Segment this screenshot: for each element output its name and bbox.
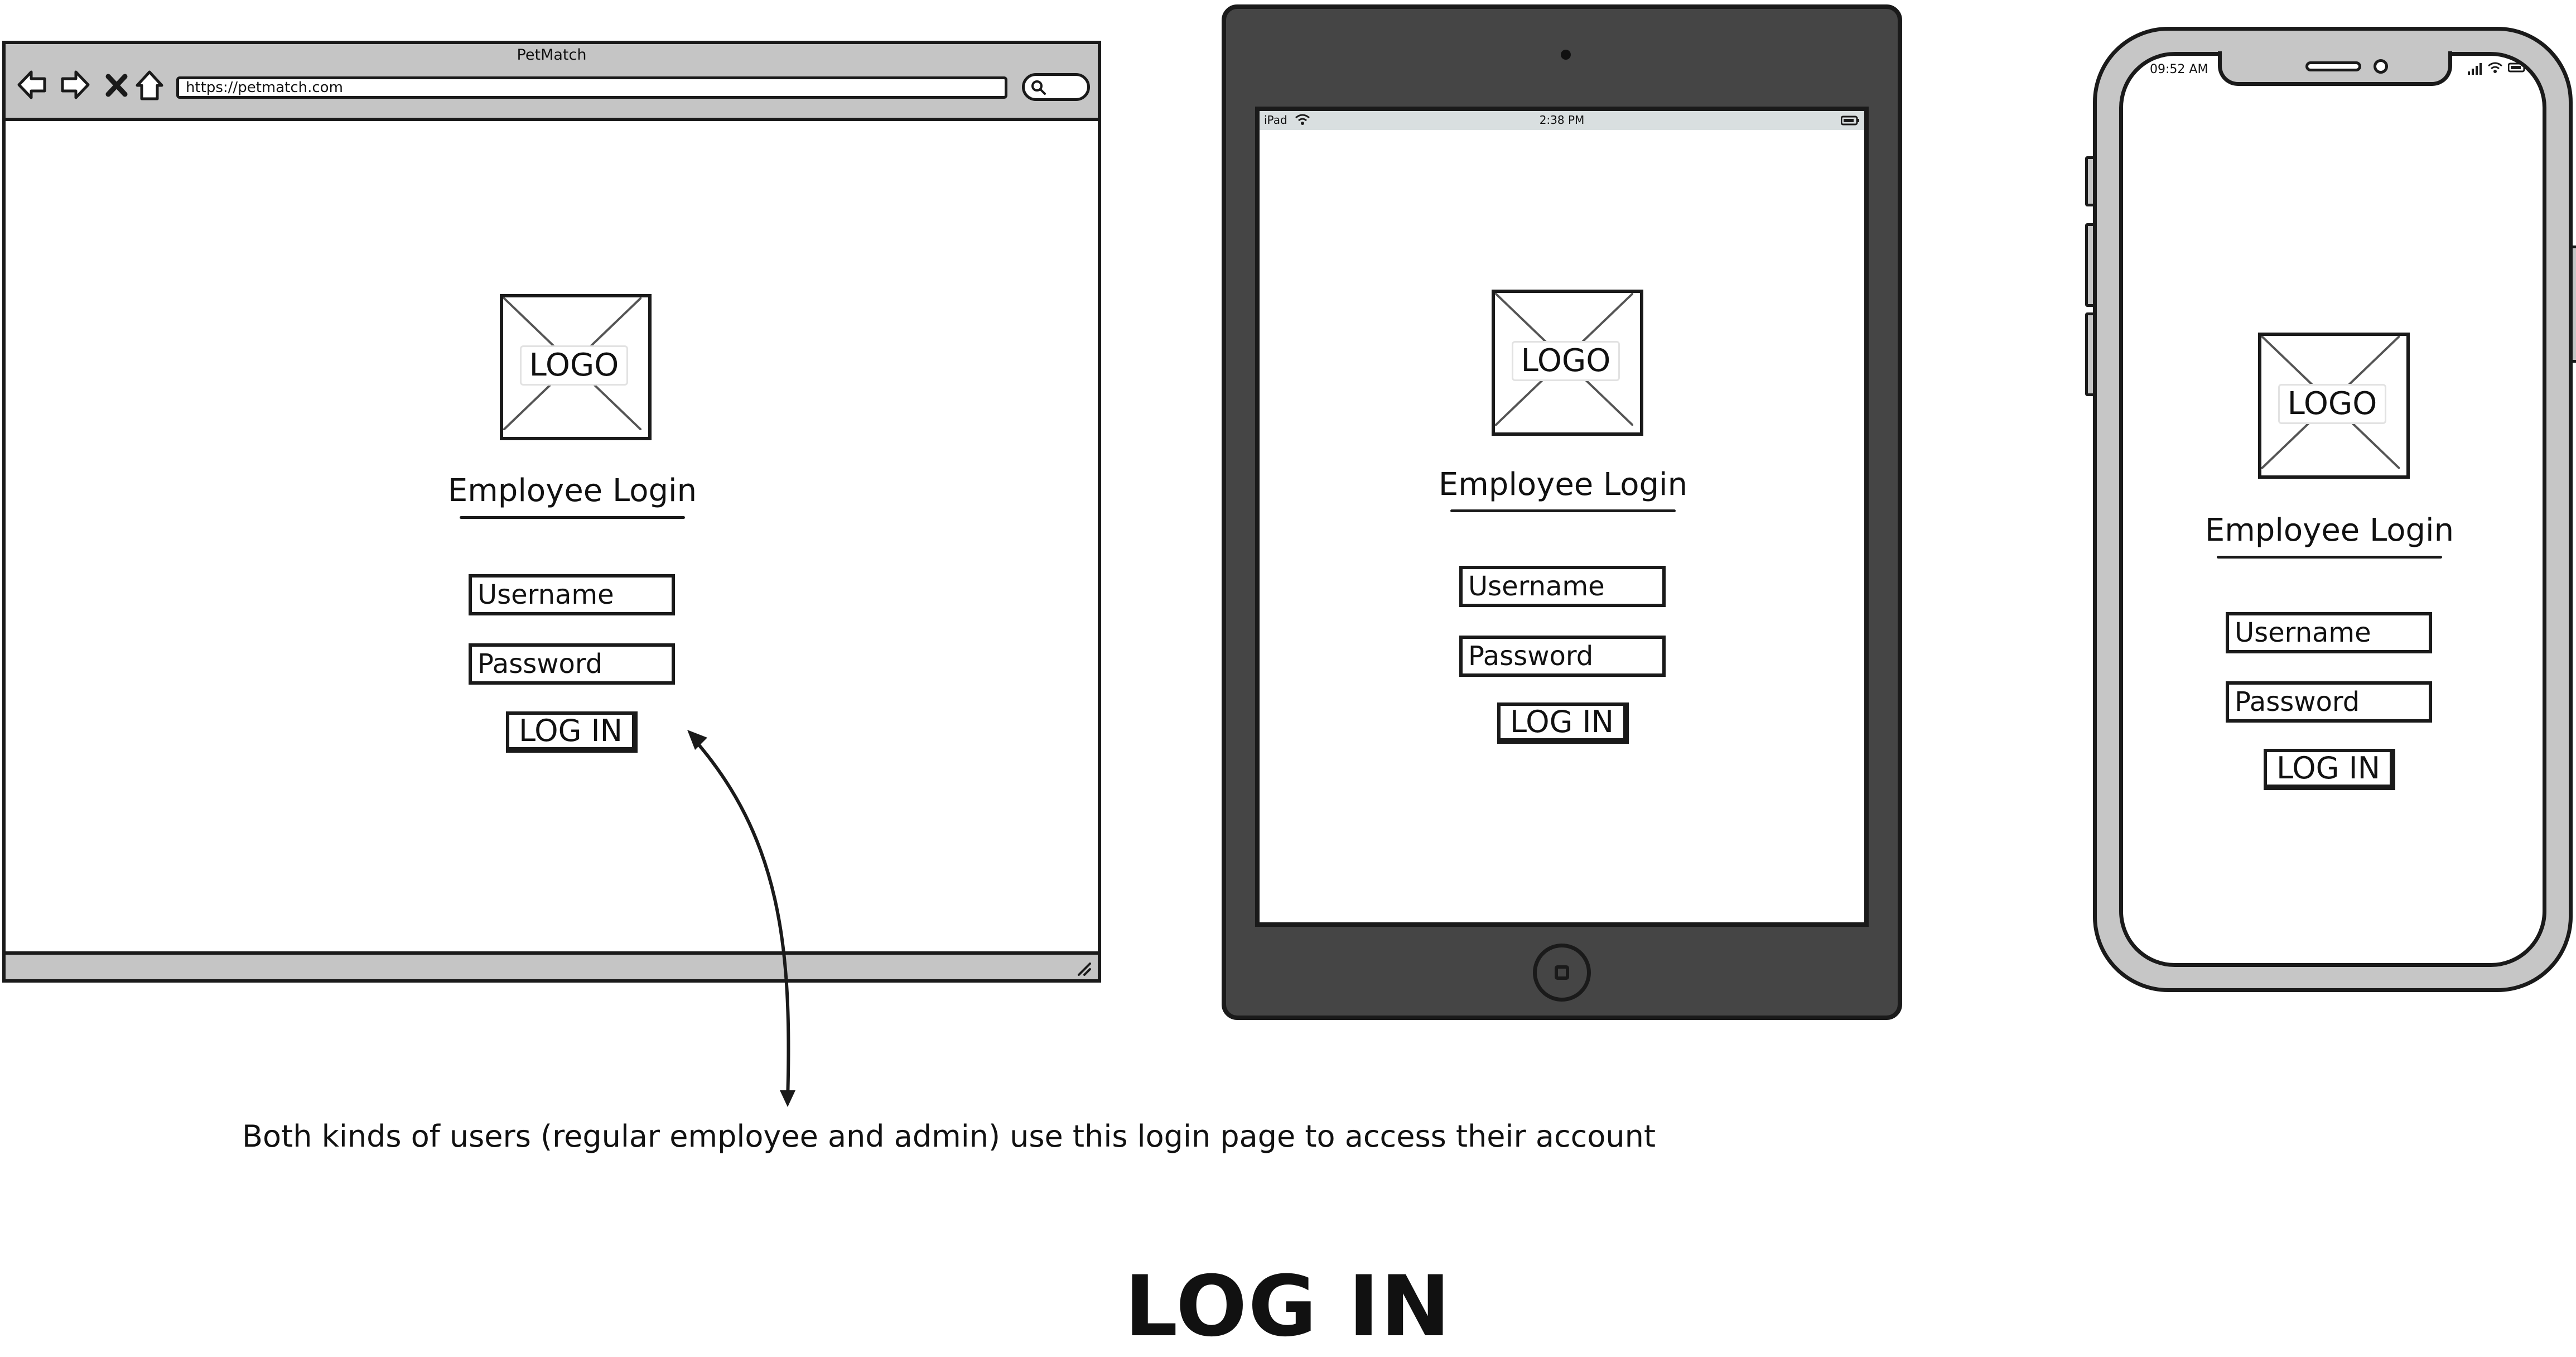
home-button-glyph bbox=[1555, 965, 1569, 980]
back-arrow-icon[interactable] bbox=[16, 65, 49, 104]
tablet-camera bbox=[1561, 50, 1571, 60]
title-underline bbox=[460, 516, 685, 519]
phone-notch bbox=[2218, 51, 2452, 86]
page-caption: LOG IN bbox=[1124, 1258, 1452, 1355]
close-icon[interactable] bbox=[100, 65, 134, 104]
login-title: Employee Login bbox=[447, 473, 697, 509]
home-button[interactable] bbox=[1533, 944, 1591, 1002]
login-title: Employee Login bbox=[1438, 466, 1688, 503]
phone-frame: 09:52 AM LOGO Employee Login Username Pa… bbox=[2093, 27, 2573, 992]
browser-status-bar bbox=[6, 951, 1098, 979]
logo-placeholder: LOGO bbox=[500, 294, 652, 440]
username-field[interactable]: Username bbox=[469, 574, 675, 615]
login-button[interactable]: LOG IN bbox=[506, 711, 638, 753]
login-title: Employee Login bbox=[2204, 512, 2454, 548]
logo-placeholder: LOGO bbox=[2258, 333, 2410, 479]
logo-label: LOGO bbox=[1512, 341, 1620, 381]
resize-grip-icon[interactable] bbox=[1073, 958, 1092, 979]
browser-window: PetMatch https://petmatch.com LOGO Emplo… bbox=[2, 41, 1101, 983]
browser-search-box[interactable] bbox=[1022, 73, 1090, 101]
annotation-note: Both kinds of users (regular employee an… bbox=[242, 1119, 1656, 1154]
tablet-status-bar: iPad 2:38 PM bbox=[1260, 111, 1864, 130]
logo-placeholder: LOGO bbox=[1492, 290, 1643, 436]
browser-title: PetMatch bbox=[517, 46, 587, 64]
title-underline bbox=[2217, 556, 2442, 559]
phone-camera bbox=[2374, 59, 2388, 74]
phone-speaker bbox=[2305, 61, 2361, 71]
browser-toolbar: PetMatch https://petmatch.com bbox=[6, 44, 1098, 121]
title-underline bbox=[1450, 509, 1676, 512]
url-bar[interactable]: https://petmatch.com bbox=[176, 76, 1007, 99]
wifi-icon bbox=[2487, 60, 2503, 77]
battery-icon bbox=[1840, 115, 1860, 128]
logo-label: LOGO bbox=[2278, 384, 2386, 424]
battery-icon bbox=[2507, 62, 2527, 75]
login-button[interactable]: LOG IN bbox=[2264, 749, 2395, 790]
forward-arrow-icon[interactable] bbox=[58, 65, 91, 104]
username-field[interactable]: Username bbox=[2226, 612, 2432, 653]
phone-clock: 09:52 AM bbox=[2150, 62, 2208, 76]
password-field[interactable]: Password bbox=[2226, 681, 2432, 723]
url-text: https://petmatch.com bbox=[186, 79, 343, 96]
username-field[interactable]: Username bbox=[1459, 566, 1666, 607]
logo-label: LOGO bbox=[520, 345, 628, 386]
login-button[interactable]: LOG IN bbox=[1497, 702, 1629, 744]
tablet-clock: 2:38 PM bbox=[1539, 113, 1585, 127]
phone-screen: 09:52 AM LOGO Employee Login Username Pa… bbox=[2119, 51, 2546, 967]
tablet-screen: iPad 2:38 PM LOGO Employee Login Usernam… bbox=[1255, 107, 1869, 927]
home-icon[interactable] bbox=[133, 65, 166, 104]
wifi-icon bbox=[1294, 112, 1311, 129]
tablet-frame: iPad 2:38 PM LOGO Employee Login Usernam… bbox=[1222, 4, 1902, 1020]
signal-icon bbox=[2467, 61, 2483, 78]
search-icon bbox=[1030, 79, 1047, 98]
device-label: iPad bbox=[1264, 113, 1287, 127]
password-field[interactable]: Password bbox=[469, 643, 675, 685]
password-field[interactable]: Password bbox=[1459, 636, 1666, 677]
